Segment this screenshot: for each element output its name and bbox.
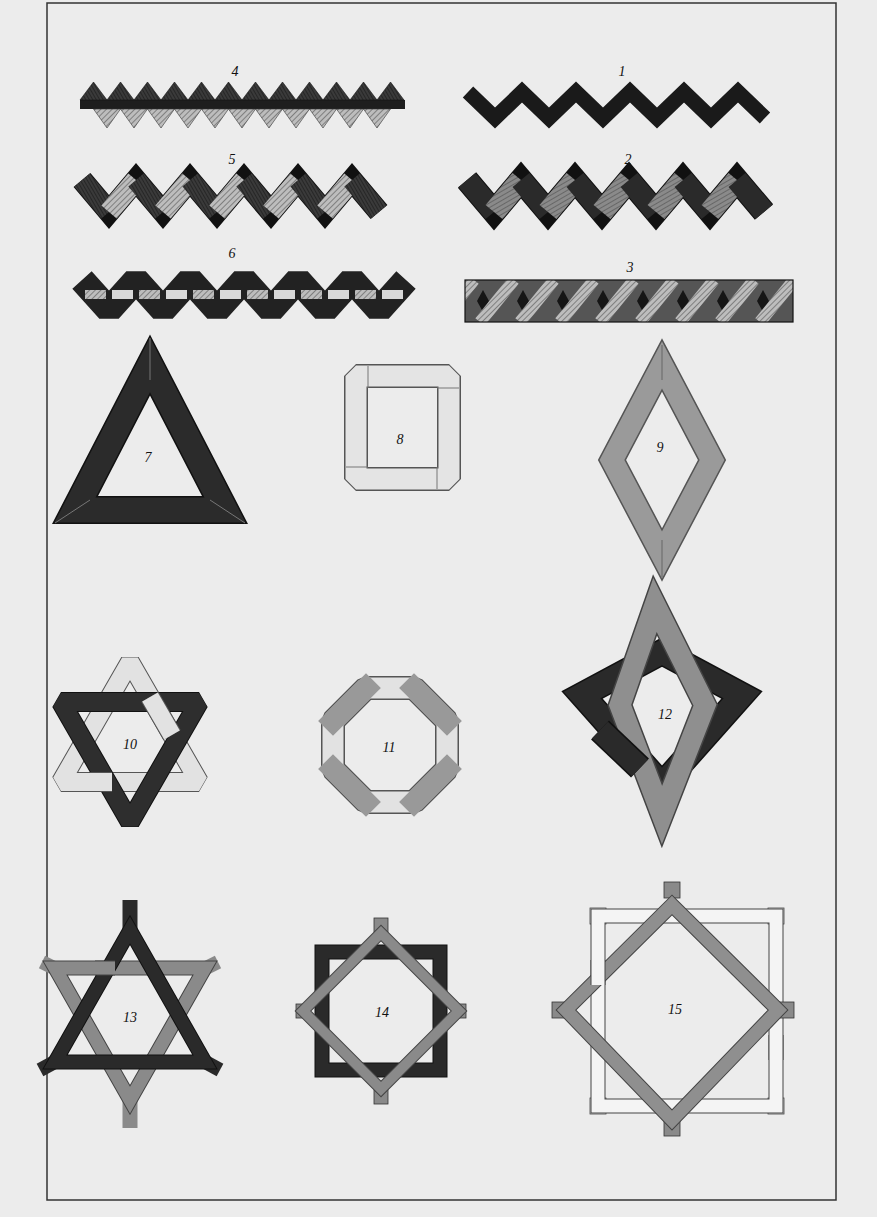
triangle-band: [55, 338, 245, 523]
double-square-large: [552, 882, 794, 1136]
diagonal-striped-band: [440, 280, 809, 322]
plate-frame: [47, 3, 836, 1200]
figure-number: 14: [374, 1006, 390, 1020]
figure-number: 4: [231, 65, 240, 79]
triangle-band: [80, 82, 405, 128]
zigzag-bands: [80, 82, 809, 322]
figure-number: 13: [122, 1011, 138, 1025]
figure-number: 2: [624, 153, 633, 167]
figure-number: 3: [626, 261, 635, 275]
figure-number: 7: [144, 451, 153, 465]
figure-number: 9: [656, 441, 665, 455]
figure-number: 1: [618, 65, 627, 79]
figure-number: 8: [396, 433, 405, 447]
crossed-rhombi: [582, 605, 742, 815]
diamond-band: [612, 345, 712, 577]
figure-number: 15: [667, 1003, 683, 1017]
figure-number: 11: [382, 741, 397, 755]
zigzag-band: [468, 92, 765, 118]
striped-zigzag-band: [82, 280, 406, 310]
hexagram-bands: [61, 662, 199, 822]
figure-number: 12: [657, 708, 673, 722]
square-band: [346, 366, 459, 489]
shaded-zigzag-band: [467, 180, 764, 212]
shaded-zigzag-band: [82, 180, 379, 212]
octagon-bands: [333, 688, 447, 802]
double-square-small: [296, 918, 466, 1104]
figure-number: 5: [228, 153, 237, 167]
star-triangles: [40, 900, 220, 1128]
figure-number: 10: [122, 738, 138, 752]
figure-number: 6: [228, 247, 237, 261]
